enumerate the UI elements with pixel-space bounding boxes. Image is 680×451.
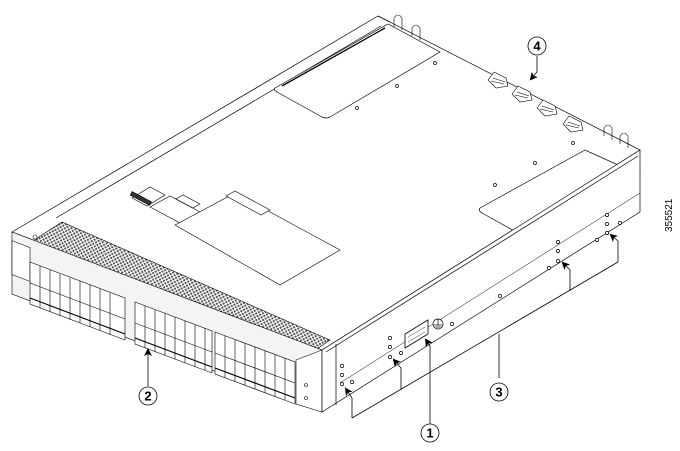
callout-3-number: 3 xyxy=(495,385,502,400)
rear-top-panel xyxy=(273,23,441,119)
callout-1: 1 xyxy=(420,338,440,443)
screw-holes-group-1 xyxy=(340,364,354,386)
rear-fan-modules xyxy=(393,14,629,148)
screw-holes-group-2 xyxy=(388,336,403,359)
port-block-1 xyxy=(29,261,126,341)
fan-module-3 xyxy=(536,99,558,117)
fan-module-1 xyxy=(487,71,509,89)
ground-icon xyxy=(432,318,444,330)
management-module xyxy=(11,240,31,282)
callout-4-number: 4 xyxy=(533,39,541,54)
port-block-3 xyxy=(214,331,296,405)
callout-2: 2 xyxy=(138,348,158,406)
callout-1-number: 1 xyxy=(426,426,433,441)
screw-holes-group-4 xyxy=(595,213,609,242)
port-block-2 xyxy=(134,301,213,374)
side-panel xyxy=(321,149,641,413)
front-panel xyxy=(11,231,323,413)
fan-module-4 xyxy=(562,115,584,133)
callout-4: 4 xyxy=(527,36,547,81)
callout-2-number: 2 xyxy=(144,389,151,404)
fan-module-2 xyxy=(511,85,533,103)
side-label xyxy=(404,319,429,349)
screw-holes-group-3 xyxy=(547,240,560,270)
top-label-panels xyxy=(129,186,341,286)
figure-id: 355521 xyxy=(664,198,675,232)
callout-3 xyxy=(344,233,619,419)
